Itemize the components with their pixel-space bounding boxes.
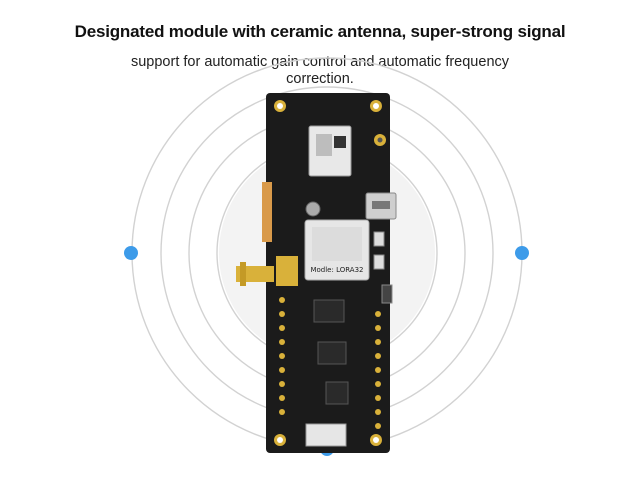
pcb-board: Modle: LORA32 <box>236 93 397 453</box>
chip-3 <box>325 381 349 405</box>
battery-holder <box>262 182 272 242</box>
chip-2 <box>317 341 347 365</box>
signal-dot-left <box>124 246 138 260</box>
reset-button <box>305 201 321 217</box>
bt-antenna <box>305 423 347 447</box>
headline: Designated module with ceramic antenna, … <box>74 22 566 41</box>
subline: support for automatic gain control and a… <box>130 54 510 87</box>
signal-dot-right <box>515 246 529 260</box>
pin-header-right <box>375 311 381 429</box>
module-label: Modle: LORA32 <box>310 266 363 274</box>
pin-header-left <box>279 297 285 415</box>
chip-1 <box>313 299 345 323</box>
